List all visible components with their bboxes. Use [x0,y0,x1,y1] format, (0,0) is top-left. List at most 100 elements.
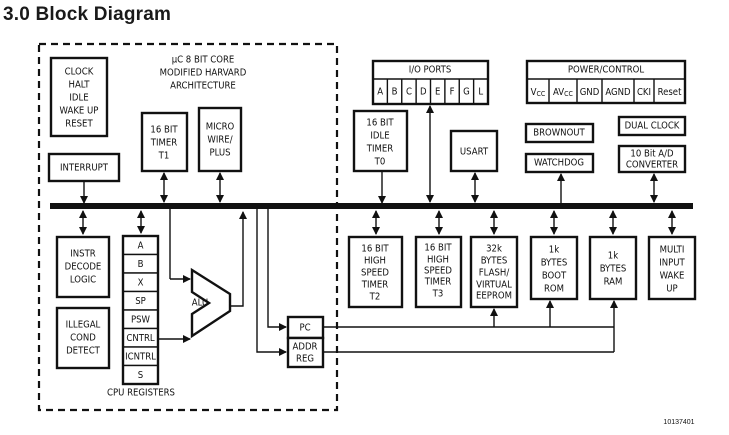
svg-text:T0: T0 [374,157,386,168]
svg-text:HIGH: HIGH [427,255,449,266]
svg-text:B: B [138,259,144,270]
svg-text:BYTES: BYTES [541,258,568,269]
svg-text:CLOCK: CLOCK [65,67,94,78]
svg-text:16 BIT: 16 BIT [150,125,178,136]
io-port-b: B [386,79,398,104]
svg-text:MODIFIED HARVARD: MODIFIED HARVARD [160,68,247,79]
svg-text:1k: 1k [549,245,559,256]
main-bus [50,203,693,209]
svg-text:UP: UP [666,284,677,295]
adc-block: 10 Bit A/D CONVERTER [617,144,687,174]
svg-text:TIMER: TIMER [424,277,452,288]
power-pin-gnd: GND [576,79,600,103]
svg-text:WATCHDOG: WATCHDOG [534,158,584,169]
svg-text:TIMER: TIMER [150,138,178,149]
flash-block: 32k BYTES FLASH/ VIRTUAL EEPROM [469,235,519,309]
svg-text:TIMER: TIMER [361,280,389,291]
svg-text:LOGIC: LOGIC [70,275,96,286]
usart-block: USART [449,129,499,173]
pc-register: PC [286,315,325,340]
microwire-block: MICRO WIRE/ PLUS [197,106,243,173]
svg-text:ICNTRL: ICNTRL [125,351,156,362]
svg-text:ILLEGAL: ILLEGAL [66,320,101,331]
clock-control-block: CLOCK HALT IDLE WAKE UP RESET [49,56,109,138]
svg-text:DECODE: DECODE [65,262,102,273]
register-icntrl: ICNTRL [122,346,159,367]
interrupt-block: INTERRUPT [47,152,121,183]
svg-text:32k: 32k [486,244,502,255]
svg-text:VCC: VCC [531,87,546,99]
svg-text:CONVERTER: CONVERTER [626,160,678,171]
svg-text:G: G [463,87,470,98]
svg-text:USART: USART [460,147,489,158]
svg-text:MULTI: MULTI [660,245,685,256]
svg-text:Reset: Reset [658,87,682,98]
cpu-registers-label: CPU REGISTERS [107,388,175,399]
io-port-e: E [429,79,440,104]
svg-text:DUAL CLOCK: DUAL CLOCK [625,121,680,132]
svg-text:B: B [392,87,398,98]
svg-text:SPEED: SPEED [361,268,389,279]
svg-text:POWER/CONTROL: POWER/CONTROL [568,65,645,76]
register-sp: SP [122,290,159,311]
figure-id: 10137401 [663,419,694,426]
svg-text:X: X [138,277,144,288]
svg-text:PLUS: PLUS [209,148,230,159]
svg-text:WAKE: WAKE [660,271,685,282]
svg-text:INSTR: INSTR [70,249,96,260]
svg-text:16 BIT: 16 BIT [366,118,394,129]
timer-t3-block: 16 BIT HIGH SPEED TIMER T3 [414,235,463,309]
svg-text:INTERRUPT: INTERRUPT [60,163,109,174]
svg-text:DETECT: DETECT [66,346,101,357]
svg-text:AVCC: AVCC [553,87,573,99]
addr-register: ADDR REG [286,336,325,369]
register-x: X [122,272,159,293]
svg-text:CNTRL: CNTRL [126,333,155,344]
svg-text:ADDR: ADDR [293,342,318,353]
register-cntrl: CNTRL [122,327,159,348]
ram-block: 1k BYTES RAM [588,235,638,301]
svg-text:ROM: ROM [544,284,564,295]
svg-text:INPUT: INPUT [659,258,685,269]
svg-text:RESET: RESET [65,119,93,130]
core-boundary [37,42,339,412]
svg-text:IDLE: IDLE [69,93,88,104]
power-pin-vcc: VCC [531,87,546,99]
idle-timer-t0-block: 16 BIT IDLE TIMER T0 [352,109,409,173]
svg-text:PSW: PSW [131,314,151,325]
boot-rom-block: 1k BYTES BOOT ROM [529,235,579,301]
io-port-l: L [472,79,483,104]
svg-text:μC 8 BIT CORE: μC 8 BIT CORE [172,55,235,66]
svg-text:SPEED: SPEED [424,266,452,277]
alu-block: ALU [190,267,232,339]
svg-text:RAM: RAM [604,277,623,288]
bus-to-pc-arrow [267,209,287,331]
svg-text:VIRTUAL: VIRTUAL [476,280,512,291]
svg-text:BOOT: BOOT [542,271,567,282]
svg-text:C: C [406,87,412,98]
page-title: 3.0 Block Diagram [3,4,172,25]
svg-text:GND: GND [580,87,600,98]
svg-text:BYTES: BYTES [481,256,508,267]
svg-text:MICRO: MICRO [206,122,235,133]
register-b: B [122,253,159,274]
svg-text:I/O PORTS: I/O PORTS [409,65,452,76]
io-port-d: D [415,79,427,104]
power-pin-agnd: AGND [601,79,631,103]
power-pin-reset: Reset [653,79,682,103]
svg-text:BROWNOUT: BROWNOUT [533,128,585,139]
svg-text:WIRE/: WIRE/ [207,135,232,146]
svg-text:16 BIT: 16 BIT [424,243,452,254]
svg-text:BYTES: BYTES [600,264,627,275]
svg-text:D: D [420,87,427,98]
svg-text:REG: REG [296,354,314,365]
dual-clock-block: DUAL CLOCK [617,115,687,137]
svg-text:EEPROM: EEPROM [476,291,512,302]
register-psw: PSW [122,309,159,330]
svg-text:CKI: CKI [637,87,651,98]
io-port-f: F [444,79,455,104]
svg-text:16 BIT: 16 BIT [361,244,389,255]
